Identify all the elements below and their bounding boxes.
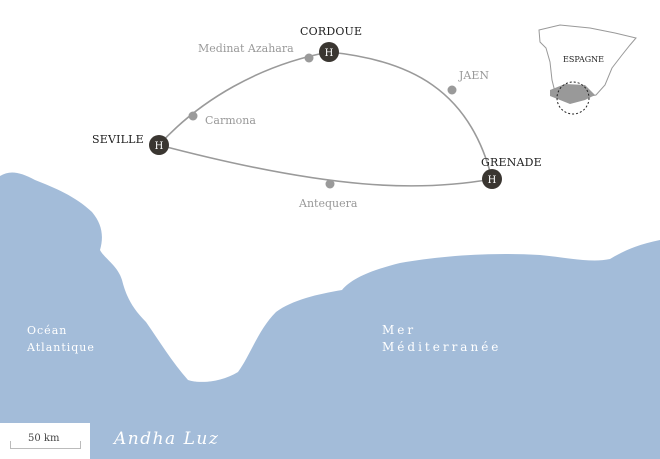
sea-area (0, 172, 660, 459)
hotel-marker-grenade[interactable] (482, 169, 502, 189)
hotel-letter: H (325, 48, 334, 59)
sea-label: Mer Méditerranée (382, 322, 501, 356)
hotel-marker-seville[interactable] (149, 135, 169, 155)
hotel-letter: H (155, 141, 164, 152)
stop-label-antequera: Antequera (299, 197, 358, 210)
stop-jaen-dot[interactable] (447, 85, 457, 95)
stop-label-carmona: Carmona (205, 114, 256, 127)
stop-label-jaen: JAEN (459, 69, 490, 82)
hotel-letter: H (488, 175, 497, 186)
sea-label-line2: Méditerranée (382, 340, 502, 354)
city-label-grenade: GRENADE (481, 156, 542, 169)
ocean-label-line2: Atlantique (27, 341, 95, 354)
stop-carmona-dot[interactable] (188, 111, 198, 121)
hotel-marker-cordoue[interactable] (319, 42, 339, 62)
city-label-seville: SEVILLE (92, 133, 144, 146)
scale-box: 50 km (0, 423, 90, 459)
inset-country-label: ESPAGNE (563, 55, 604, 64)
ocean-label: Océan Atlantique (27, 322, 95, 356)
stop-medinat-dot[interactable] (304, 53, 314, 63)
stop-label-medinat: Medinat Azahara (198, 42, 294, 55)
ocean-label-line1: Océan (27, 324, 68, 337)
scale-label: 50 km (28, 433, 60, 444)
scale-bar (10, 441, 81, 449)
route (158, 51, 493, 187)
sea-label-line1: Mer (382, 323, 417, 337)
brand-logo: Andha Luz (114, 429, 220, 449)
stop-antequera-dot[interactable] (325, 179, 335, 189)
spain-inset-map (538, 24, 637, 115)
city-label-cordoue: CORDOUE (300, 25, 363, 38)
